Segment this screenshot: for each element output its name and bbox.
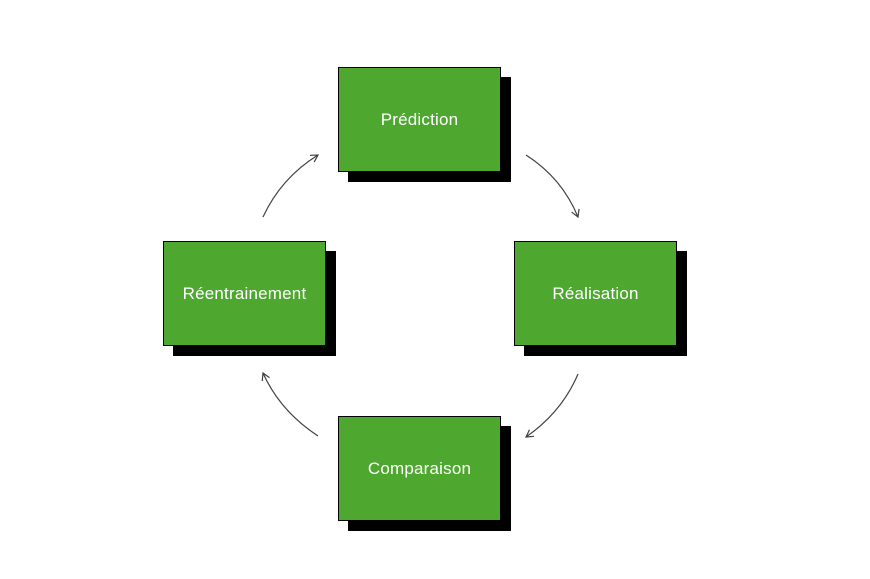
- arrow-reentrainement-to-prediction: [262, 154, 320, 218]
- arrow-prediction-to-realisation: [525, 154, 580, 219]
- node-label-prediction: Prédiction: [380, 109, 459, 129]
- node-label-reentrainement: Réentrainement: [182, 283, 307, 303]
- node-label-comparaison: Comparaison: [367, 458, 472, 478]
- node-label-realisation: Réalisation: [552, 283, 639, 303]
- node-box: Réalisation: [514, 241, 677, 346]
- node-prediction: Prédiction: [338, 67, 511, 182]
- arrow-realisation-to-comparaison: [525, 373, 579, 438]
- node-comparaison: Comparaison: [338, 416, 511, 531]
- node-realisation: Réalisation: [514, 241, 687, 356]
- node-reentrainement: Réentrainement: [163, 241, 336, 356]
- node-box: Comparaison: [338, 416, 501, 521]
- node-box: Prédiction: [338, 67, 501, 172]
- node-box: Réentrainement: [163, 241, 326, 346]
- arrow-comparaison-to-reentrainement: [261, 371, 319, 437]
